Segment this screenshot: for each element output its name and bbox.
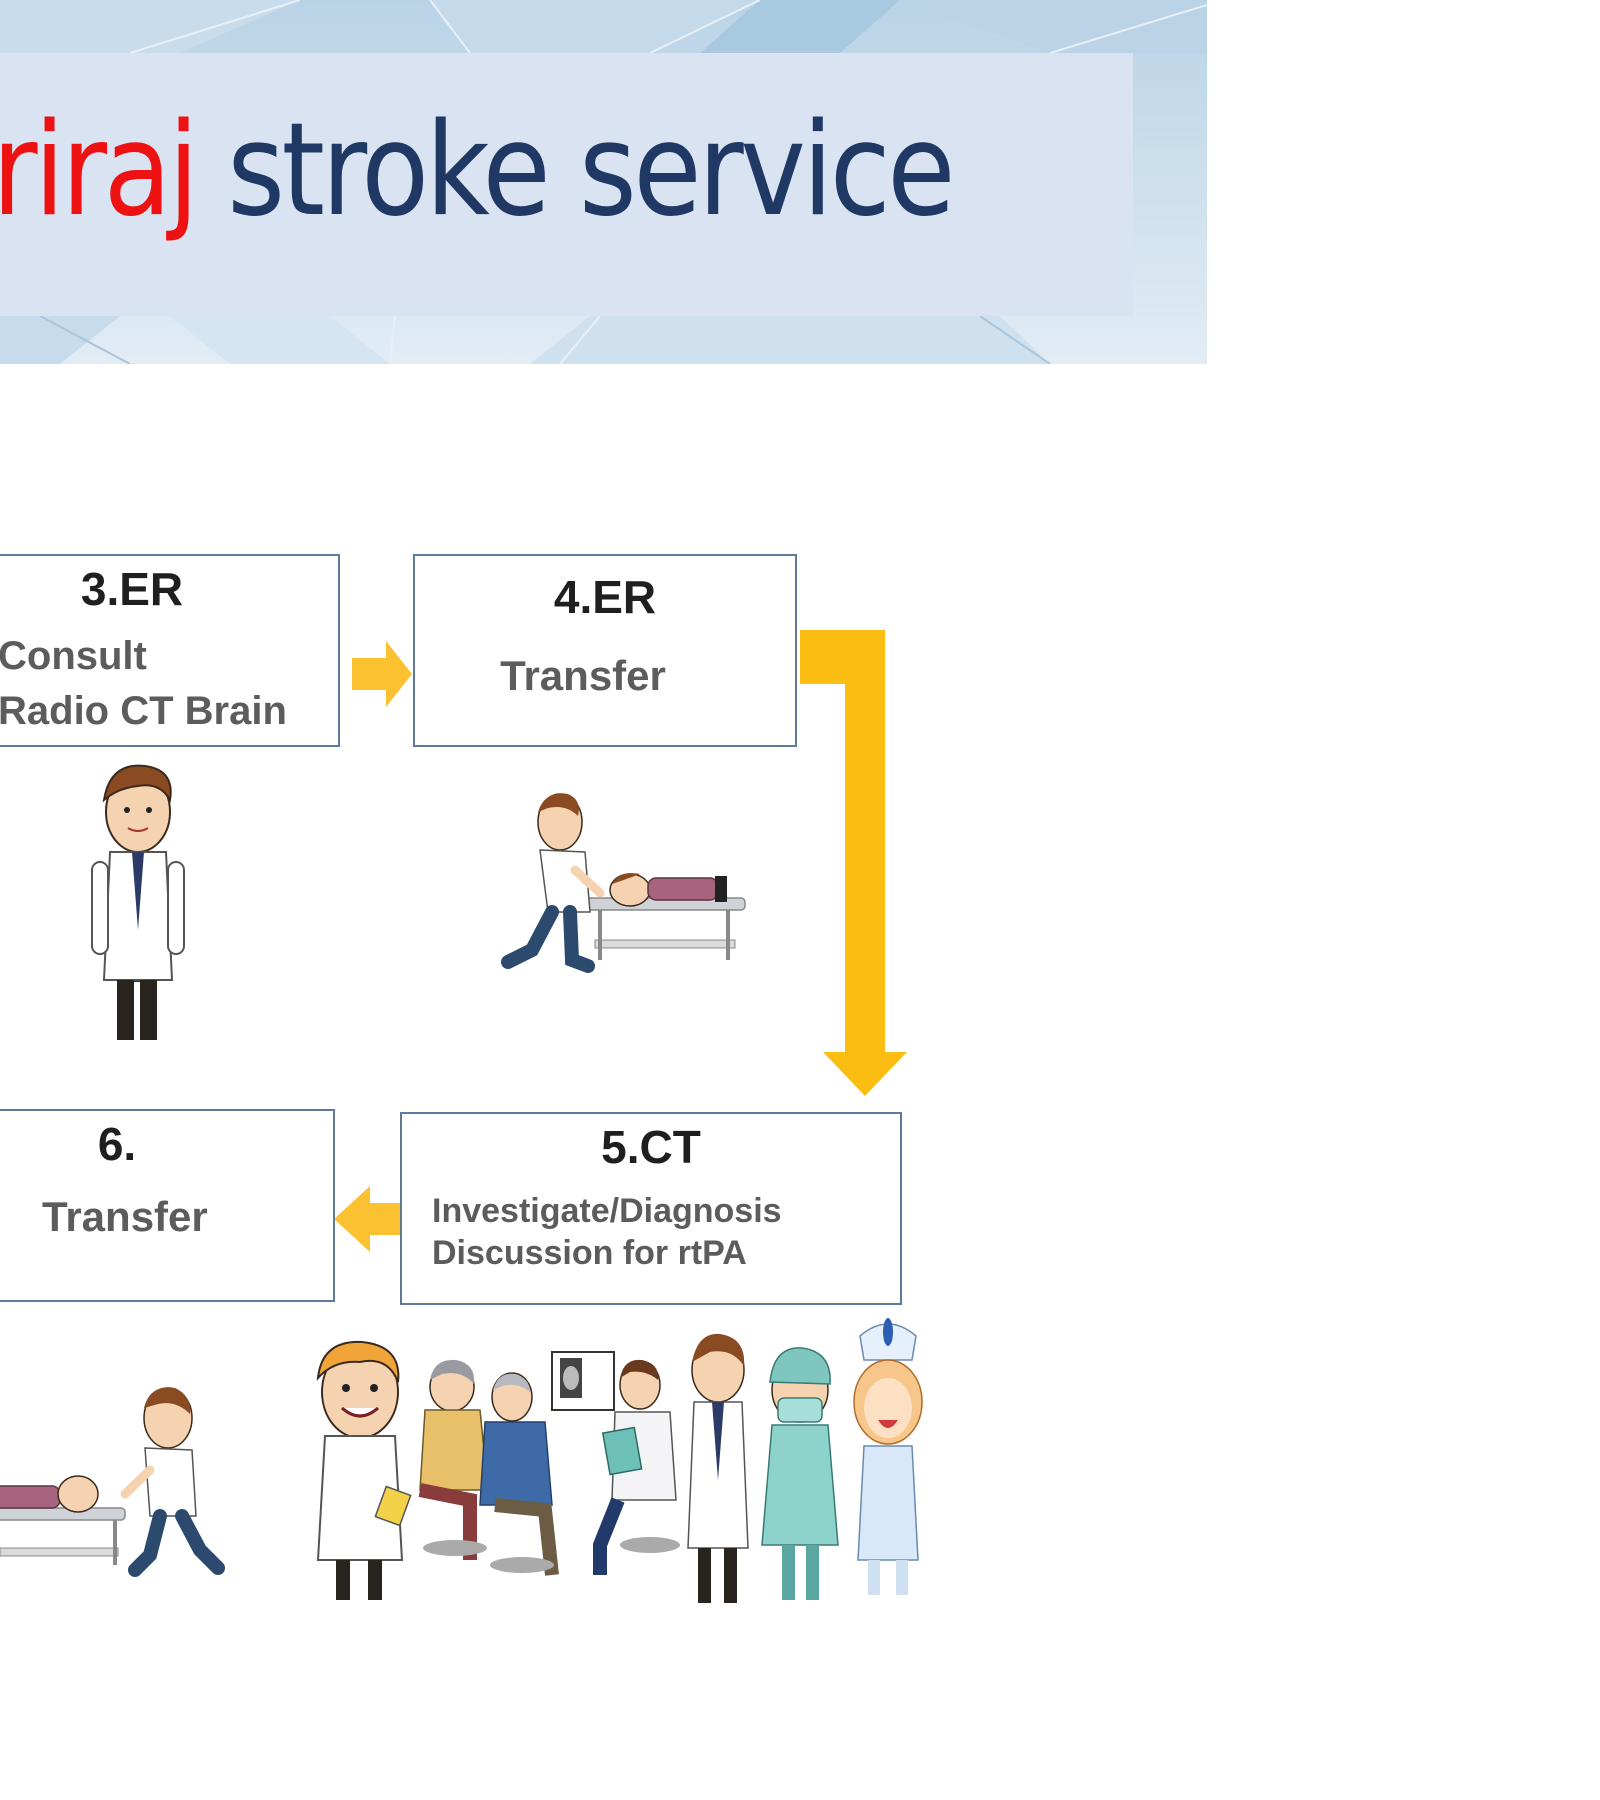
- step-text: Transfer: [500, 652, 666, 699]
- step-6-box: 6. Transfer: [0, 1109, 335, 1302]
- title-highlight: riraj: [0, 96, 199, 245]
- doctor-standing-icon: [91, 764, 185, 1040]
- step-3-box: 3.ER Consult Radio CT Brain: [0, 554, 340, 747]
- title-panel: [0, 53, 1133, 316]
- stretcher-transfer-icon: [501, 793, 746, 973]
- step-number: 3.ER: [80, 563, 184, 615]
- step-text: Transfer: [42, 1193, 208, 1240]
- header-pattern: [0, 0, 1207, 364]
- arrow-down-icon: [800, 630, 907, 1096]
- step-4-box: 4.ER Transfer: [413, 554, 797, 747]
- step-5-box: 5.CT Investigate/Diagnosis Discussion fo…: [400, 1112, 902, 1305]
- stretcher-transfer-icon: [0, 1387, 225, 1577]
- step-number: 4.ER: [553, 571, 657, 623]
- step-text: Consult: [0, 634, 147, 678]
- arrow-right-icon: [352, 641, 412, 707]
- arrow-left-icon: [334, 1186, 402, 1252]
- title-rest: stroke service: [195, 96, 955, 245]
- step-text: Discussion for rtPA: [432, 1234, 747, 1272]
- page-title: riraj stroke service: [0, 96, 955, 246]
- step-number: 5.CT: [601, 1121, 701, 1173]
- step-text: Radio CT Brain: [0, 689, 287, 733]
- step-number: 6.: [97, 1118, 137, 1170]
- step-text: Investigate/Diagnosis: [432, 1192, 782, 1230]
- medical-team-consultation-icon: [316, 1318, 923, 1603]
